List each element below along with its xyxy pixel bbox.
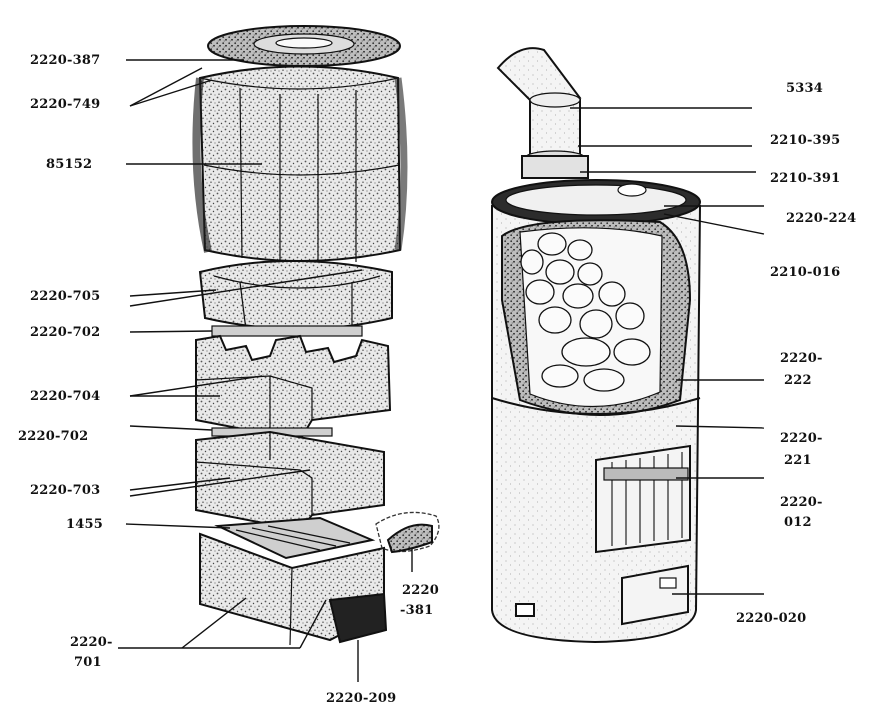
label-2220-012-line2: 012 (784, 515, 812, 530)
label-2220-222-line2: 222 (784, 373, 812, 388)
label-2220-224: 2220-224 (786, 211, 856, 226)
handle-part (375, 511, 440, 554)
stone-ring-segment (198, 260, 393, 331)
label-2220-012-line1: 2220- (780, 495, 823, 510)
label-2220-387: 2220-387 (30, 53, 100, 68)
notched-block (195, 334, 392, 442)
label-2220-221-line1: 2220- (780, 431, 823, 446)
stone-compartment-cutaway (501, 219, 692, 416)
exploded-stove-stack (192, 25, 440, 646)
label-2220-749: 2220-749 (30, 97, 100, 112)
part-number-labels: 2220-387 2220-749 85152 2220-705 2220-70… (18, 53, 856, 706)
body-band (491, 397, 701, 415)
label-2220-381-line2: -381 (400, 603, 433, 618)
vent-slot (515, 603, 535, 617)
label-2220-702-lower: 2220-702 (18, 429, 88, 444)
grate (214, 516, 376, 560)
spacer-plate-upper (211, 325, 363, 337)
top-cover (491, 179, 701, 225)
leader-lines (118, 59, 765, 682)
label-85152: 85152 (46, 157, 92, 172)
label-2210-391: 2210-391 (770, 171, 840, 186)
label-2220-705: 2220-705 (30, 289, 100, 304)
label-5334: 5334 (786, 81, 823, 96)
label-2210-016: 2210-016 (770, 265, 840, 280)
firebox-side-blocks (195, 430, 385, 532)
label-2220-703: 2220-703 (30, 483, 100, 498)
label-2210-395: 2210-395 (770, 133, 840, 148)
label-2220-222-line1: 2220- (780, 351, 823, 366)
label-1455: 1455 (66, 517, 103, 532)
stone-drum (192, 65, 408, 266)
flue-pipe (496, 47, 589, 179)
label-2220-221-line2: 221 (784, 453, 812, 468)
label-2220-701-line2: 701 (74, 655, 102, 670)
label-2220-701-line1: 2220- (70, 635, 113, 650)
label-2220-381-line1: 2220 (402, 583, 439, 598)
assembled-stove (491, 47, 701, 644)
label-2220-020: 2220-020 (736, 611, 806, 626)
label-2220-702-upper: 2220-702 (30, 325, 100, 340)
ash-door (621, 564, 689, 626)
sauna-stones (520, 232, 651, 392)
label-2220-209: 2220-209 (326, 691, 396, 706)
firebox-door (595, 444, 691, 554)
top-lid-ring (207, 25, 401, 67)
ash-pan (328, 592, 388, 644)
label-2220-704: 2220-704 (30, 389, 100, 404)
